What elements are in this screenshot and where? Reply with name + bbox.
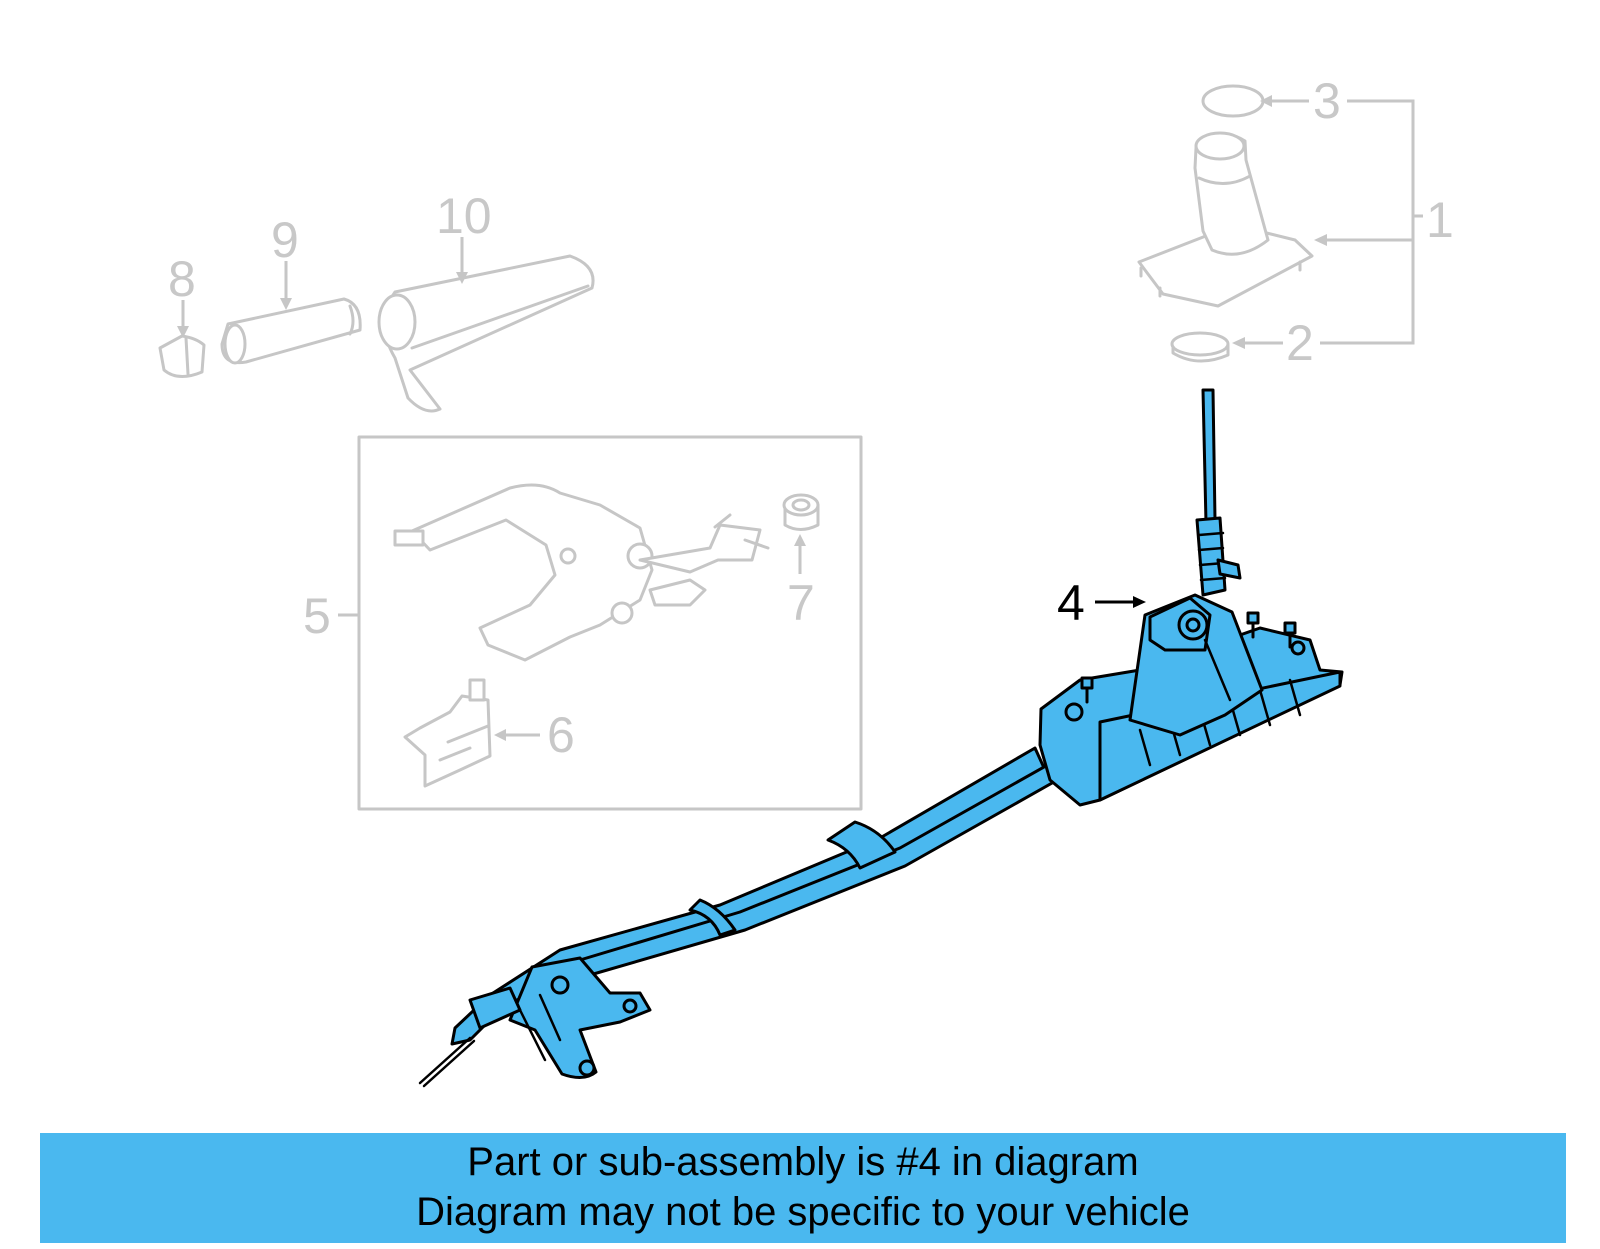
banner-line-disclaimer: Diagram may not be specific to your vehi… <box>416 1190 1190 1234</box>
part-8 <box>158 334 206 378</box>
callout-8: 8 <box>168 251 196 307</box>
callout-1: 1 <box>1426 192 1454 248</box>
info-banner: Part or sub-assembly is #4 in diagram Di… <box>40 1133 1566 1243</box>
callout-4: 4 <box>1057 575 1085 631</box>
part-7 <box>782 493 820 531</box>
part-4-gear-shifter-assembly <box>418 388 1344 1088</box>
part-1-shift-boot <box>1137 131 1314 308</box>
callout-10: 10 <box>436 188 492 244</box>
part-6 <box>403 678 492 788</box>
part-10-lever-cover <box>377 254 595 413</box>
callout-9: 9 <box>271 212 299 268</box>
part-5-group-box <box>357 435 863 811</box>
callout-2: 2 <box>1286 315 1314 371</box>
part-5-handbrake-lever <box>393 483 770 662</box>
part-3-ring <box>1201 84 1265 118</box>
callout-7: 7 <box>787 575 815 631</box>
callout-bracket-1 <box>1232 95 1423 349</box>
banner-line-part-number: Part or sub-assembly is #4 in diagram <box>467 1140 1139 1184</box>
callout-6: 6 <box>547 707 575 763</box>
callout-5: 5 <box>303 588 331 644</box>
part-9 <box>220 297 362 365</box>
callout-3: 3 <box>1313 73 1341 129</box>
part-2-clip <box>1170 331 1230 363</box>
